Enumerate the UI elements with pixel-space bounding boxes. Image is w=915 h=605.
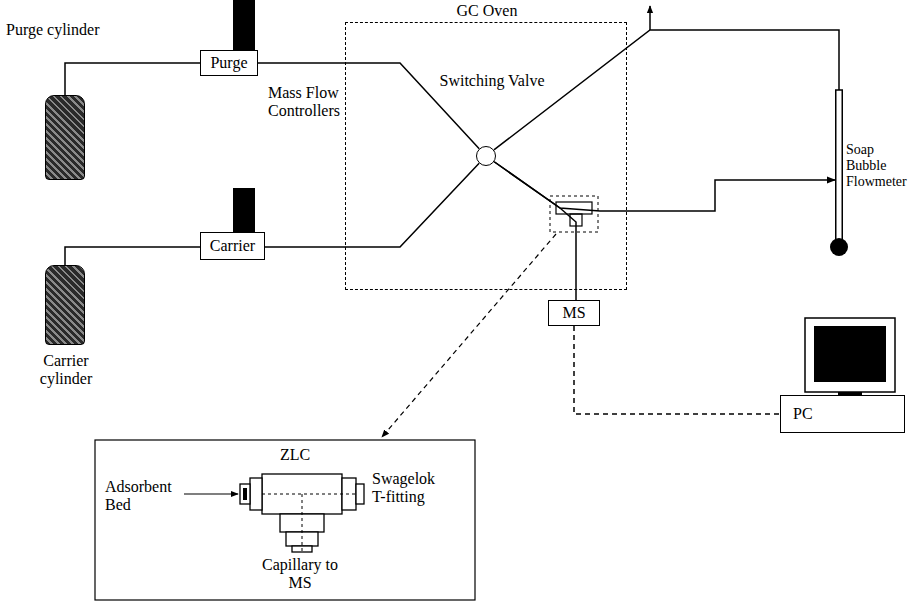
gas-line xyxy=(494,162,835,211)
gas-cylinder: Carrier cylinder xyxy=(45,265,85,345)
flowmeter-bulb xyxy=(830,238,848,256)
flow-controller-box: Carrier xyxy=(200,232,265,260)
node-text: Carrier xyxy=(210,237,255,255)
gas-line xyxy=(265,163,479,247)
detector-box: MS xyxy=(548,300,600,326)
inset-title: ZLC xyxy=(270,446,320,464)
node-heading: Carrier cylinder xyxy=(26,352,106,389)
component-label: Mass Flow Controllers xyxy=(268,84,360,121)
vent-arrow xyxy=(649,6,651,30)
leader-arrow xyxy=(184,493,238,494)
controller-head xyxy=(233,188,255,232)
gas-line xyxy=(65,247,200,265)
monitor xyxy=(805,318,895,392)
part-label: Capillary to MS xyxy=(255,556,345,593)
part-label: Swagelok T-fitting xyxy=(372,470,452,507)
adsorbent-bed xyxy=(243,488,247,500)
bubble-flowmeter: Soap Bubble Flowmeter xyxy=(835,90,843,240)
tee-nut xyxy=(250,478,262,510)
computer-base: PC xyxy=(780,395,905,433)
gas-line xyxy=(65,63,200,95)
node-heading: GC Oven xyxy=(346,2,628,20)
tee-stem xyxy=(280,514,324,532)
gas-line xyxy=(494,30,839,150)
node-text: Purge xyxy=(210,54,247,72)
node-heading: Soap Bubble Flowmeter xyxy=(846,142,910,190)
node-text: MS xyxy=(562,304,585,322)
flowmeter-tube xyxy=(836,90,843,240)
flow-controller-box: Purge xyxy=(200,50,258,76)
flowmeter-tube xyxy=(835,90,843,240)
gas-line xyxy=(574,326,780,414)
zoom-arrow xyxy=(382,234,556,437)
part-label: Adsorbent Bed xyxy=(105,478,180,515)
gas-cylinder: Purge cylinder xyxy=(45,95,85,180)
capillary-line xyxy=(302,494,303,552)
adsorbent-bed xyxy=(240,484,250,504)
controller-head xyxy=(233,0,255,50)
tee-cap xyxy=(356,484,364,504)
bore-line xyxy=(262,494,356,495)
node-heading: Purge cylinder xyxy=(6,21,156,39)
inset-frame xyxy=(95,440,475,600)
valve-circle: Switching Valve xyxy=(476,146,496,166)
node-text: PC xyxy=(793,405,813,423)
monitor-screen xyxy=(814,326,886,382)
oven-region: Switching ValveGC Oven xyxy=(345,22,627,290)
zoom-frame xyxy=(550,196,598,232)
gas-line xyxy=(494,162,576,300)
node-heading: Switching Valve xyxy=(427,72,557,90)
